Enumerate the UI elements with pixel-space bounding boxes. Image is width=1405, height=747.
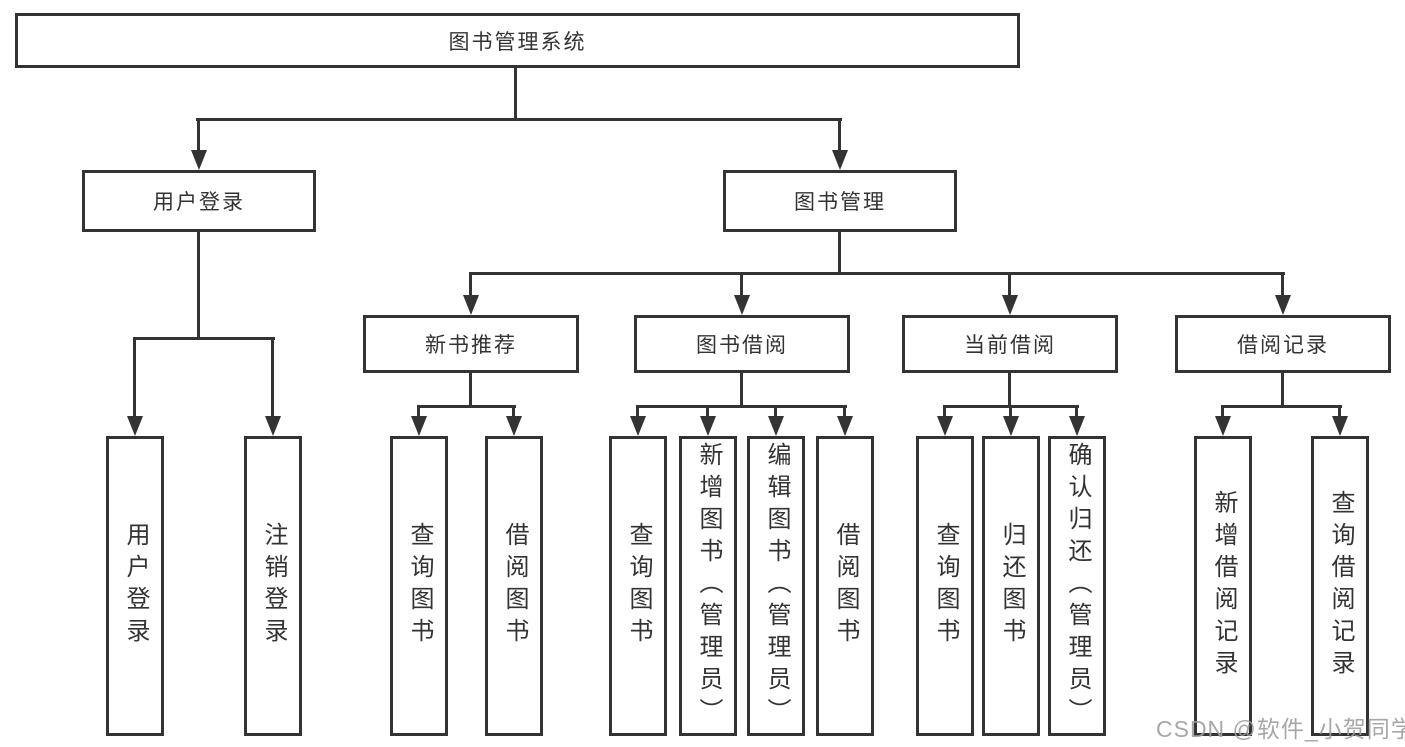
arrowhead-down-icon [700,416,716,436]
connector-line [1221,405,1342,408]
leaf-query-books-borrowing: 查询图书 [609,436,667,736]
leaf-label: 新增图书（管理员） [695,442,722,730]
connector-line [706,405,709,418]
connector-line [133,337,275,340]
arrowhead-down-icon [734,295,750,315]
leaf-label: 查询图书 [932,522,959,650]
leaf-user-login: 用户登录 [106,436,164,736]
connector-line [943,405,946,418]
node-label: 图书管理 [794,191,886,214]
connector-line [1009,405,1012,418]
watermark: CSDN @软件_小贺同学 [1156,716,1405,742]
arrowhead-down-icon [1275,295,1291,315]
connector-line [740,272,743,297]
connector-line [417,405,420,418]
arrowhead-down-icon [1332,416,1348,436]
arrowhead-down-icon [1003,416,1019,436]
arrowhead-down-icon [191,150,207,170]
leaf-query-books-recommend: 查询图书 [390,436,448,736]
leaf-confirm-return-admin: 确认归还（管理员） [1048,436,1106,736]
node-current-borrowing: 当前借阅 [902,315,1118,373]
node-book-management: 图书管理 [723,170,957,232]
node-label: 图书借阅 [696,334,788,357]
node-label: 图书管理系统 [448,30,587,54]
connector-line [197,232,200,340]
arrowhead-down-icon [837,416,853,436]
leaf-label: 编辑图书（管理员） [763,442,790,730]
arrowhead-down-icon [1215,416,1231,436]
arrowhead-down-icon [832,150,848,170]
node-label: 借阅记录 [1237,334,1329,357]
leaf-borrow-books-recommend: 借阅图书 [485,436,543,736]
connector-line [469,272,1285,275]
arrowhead-down-icon [1002,295,1018,315]
arrowhead-down-icon [768,416,784,436]
arrowhead-down-icon [411,416,427,436]
node-book-borrowing: 图书借阅 [634,315,850,373]
connector-line [636,405,847,408]
connector-line [514,68,517,121]
node-user-login: 用户登录 [82,170,316,232]
connector-line [271,337,274,418]
leaf-label: 新增借阅记录 [1210,490,1237,682]
leaf-query-borrow-record: 查询借阅记录 [1311,436,1369,736]
leaf-return-books: 归还图书 [982,436,1040,736]
leaf-add-books-admin: 新增图书（管理员） [679,436,737,736]
connector-line [1008,373,1011,408]
node-label: 用户登录 [153,191,245,214]
leaf-label: 用户登录 [122,522,149,650]
connector-line [843,405,846,418]
connector-line [1281,373,1284,408]
connector-line [196,118,842,121]
connector-line [636,405,639,418]
node-borrowing-records: 借阅记录 [1175,315,1391,373]
connector-line [740,373,743,408]
connector-line [1008,272,1011,297]
connector-line [512,405,515,418]
connector-line [417,405,516,408]
node-new-book-recommendation: 新书推荐 [363,315,579,373]
connector-line [469,373,472,408]
arrowhead-down-icon [127,416,143,436]
arrowhead-down-icon [265,416,281,436]
leaf-label: 归还图书 [998,522,1025,650]
connector-line [1338,405,1341,418]
connector-line [469,272,472,297]
leaf-query-books-current: 查询图书 [916,436,974,736]
connector-line [1075,405,1078,418]
arrowhead-down-icon [506,416,522,436]
leaf-label: 确认归还（管理员） [1064,442,1091,730]
connector-line [1221,405,1224,418]
connector-line [1281,272,1284,297]
leaf-borrow-books-borrowing: 借阅图书 [816,436,874,736]
arrowhead-down-icon [937,416,953,436]
connector-line [133,337,136,418]
leaf-label: 借阅图书 [501,522,528,650]
leaf-add-borrow-record: 新增借阅记录 [1194,436,1252,736]
leaf-label: 查询图书 [406,522,433,650]
arrowhead-down-icon [630,416,646,436]
leaf-logout-login: 注销登录 [244,436,302,736]
leaf-edit-books-admin: 编辑图书（管理员） [747,436,805,736]
leaf-label: 查询借阅记录 [1327,490,1354,682]
connector-line [838,118,841,152]
node-label: 当前借阅 [964,334,1056,357]
leaf-label: 注销登录 [260,522,287,650]
connector-line [197,118,200,152]
node-label: 新书推荐 [425,334,517,357]
connector-line [838,232,841,275]
arrowhead-down-icon [1069,416,1085,436]
node-library-management-system: 图书管理系统 [15,13,1020,68]
arrowhead-down-icon [463,295,479,315]
leaf-label: 借阅图书 [832,522,859,650]
connector-line [774,405,777,418]
leaf-label: 查询图书 [625,522,652,650]
